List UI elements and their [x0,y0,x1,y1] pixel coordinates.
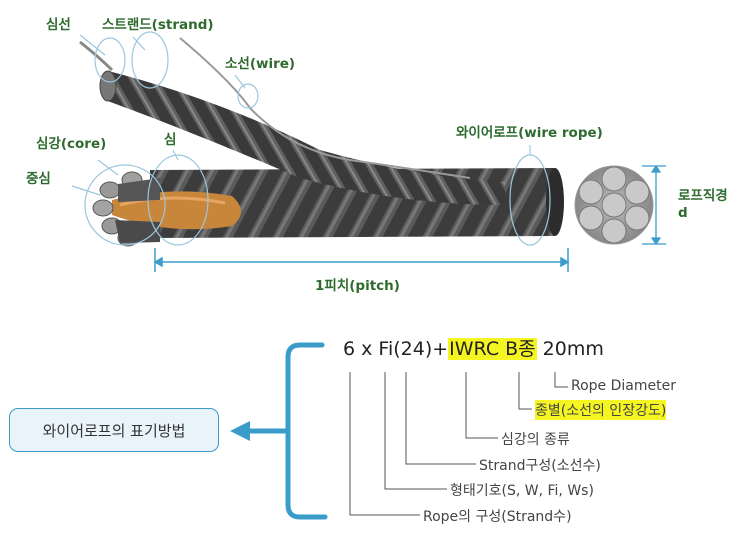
label-rope-diameter: 로프직경 [678,188,728,204]
core-wire [79,40,114,72]
label-pitch: 1피치(pitch) [315,278,400,294]
label-rope-diameter-d: d [678,205,688,221]
notation-method-box: 와이어로프의 표기방법 [9,408,219,452]
leader-lines [349,372,568,516]
explain-grade: 종별(소선의 인장강도) [535,400,667,420]
formula-part-structure: 6 x Fi(24)+ [343,338,449,360]
explain-strand-composition: Strand구성(소선수) [479,458,601,474]
single-wire [179,37,471,179]
explain-core-type: 심강의 종류 [501,432,570,448]
formula-part-diameter: 20mm [536,338,604,360]
label-sim: 심 [164,132,177,148]
formula-part-core-grade: IWRC B종 [448,338,537,360]
explain-shape-symbol: 형태기호(S, W, Fi, Ws) [450,483,594,499]
pitch-dimension [153,248,570,272]
arrow-icon [230,421,288,441]
bracket [285,342,328,520]
explain-rope-diameter: Rope Diameter [571,378,676,394]
label-core: 심강(core) [36,136,107,152]
callout-arcs [71,31,551,246]
explain-rope-composition: Rope의 구성(Strand수) [423,509,572,525]
rope-notation-formula: 6 x Fi(24)+IWRC B종 20mm [343,334,604,361]
label-wire: 소선(wire) [225,56,296,72]
label-core-wire: 심선 [46,17,71,33]
rope-cross-section [574,165,654,245]
separated-strand [99,70,505,205]
label-center: 중심 [26,171,51,187]
label-wire-rope: 와이어로프(wire rope) [456,125,603,141]
diameter-dimension [642,164,666,246]
label-strand: 스트랜드(strand) [102,17,214,33]
